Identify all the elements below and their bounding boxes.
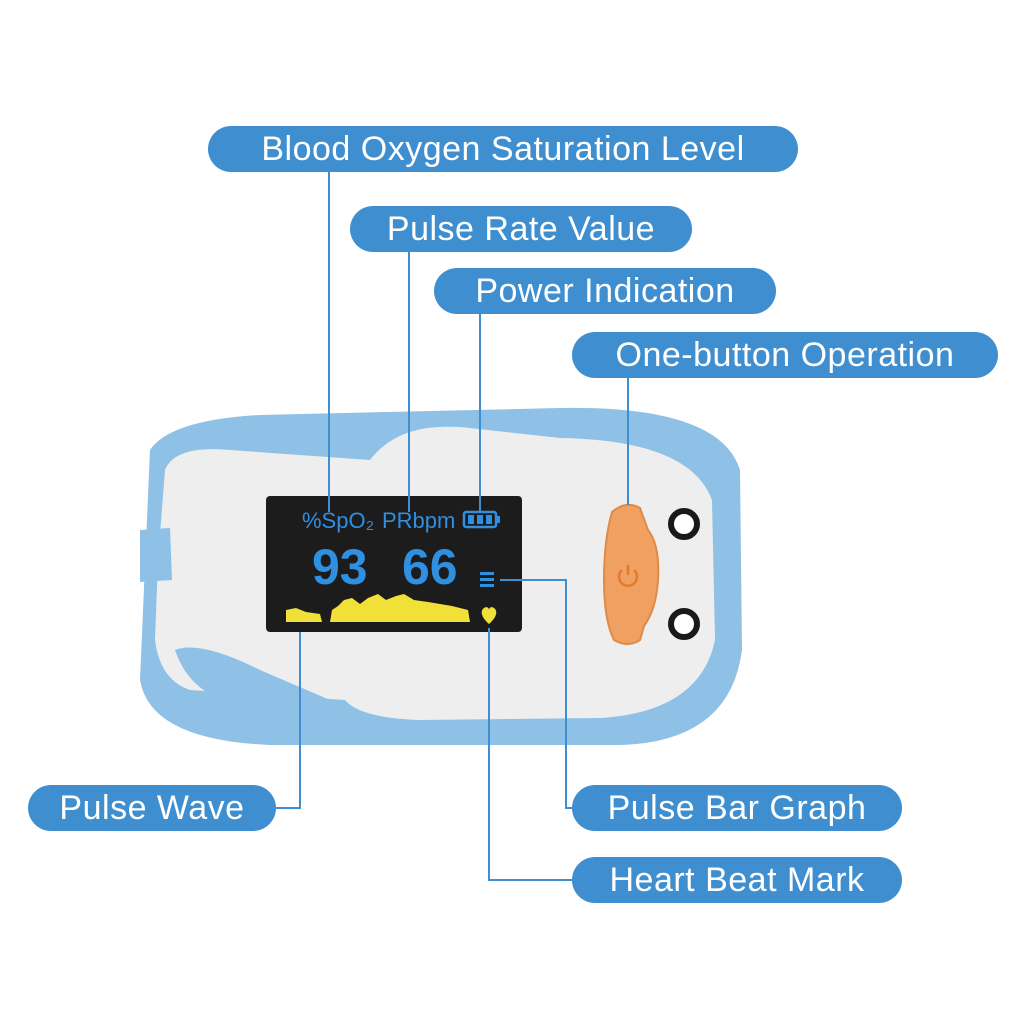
label-pulse-wave: Pulse Wave	[28, 785, 276, 831]
spo2-unit-label: %SpO₂	[302, 508, 374, 533]
connector-pulse-wave	[276, 632, 301, 809]
oled-screen	[266, 496, 522, 632]
device-side-notch-top	[140, 528, 172, 582]
label-heart-beat: Heart Beat Mark	[572, 857, 902, 903]
pr-value: 66	[402, 539, 458, 595]
power-button[interactable]	[602, 503, 660, 645]
power-icon	[617, 565, 639, 587]
heart-icon	[481, 607, 497, 624]
label-power-indication: Power Indication	[434, 268, 776, 314]
connector-heart	[488, 628, 576, 881]
label-pulse-bar-graph: Pulse Bar Graph	[572, 785, 902, 831]
bar-graph-icon	[480, 572, 494, 587]
pulse-wave	[286, 594, 470, 622]
device-flipper	[175, 647, 330, 708]
spo2-value: 93	[312, 539, 368, 595]
label-blood-oxygen: Blood Oxygen Saturation Level	[208, 126, 798, 172]
label-pulse-rate: Pulse Rate Value	[350, 206, 692, 252]
connector-pulse-bar	[500, 579, 576, 809]
eye-icon	[668, 608, 700, 640]
label-one-button: One-button Operation	[572, 332, 998, 378]
eye-icon	[668, 508, 700, 540]
pr-unit-label: PRbpm	[382, 508, 455, 533]
